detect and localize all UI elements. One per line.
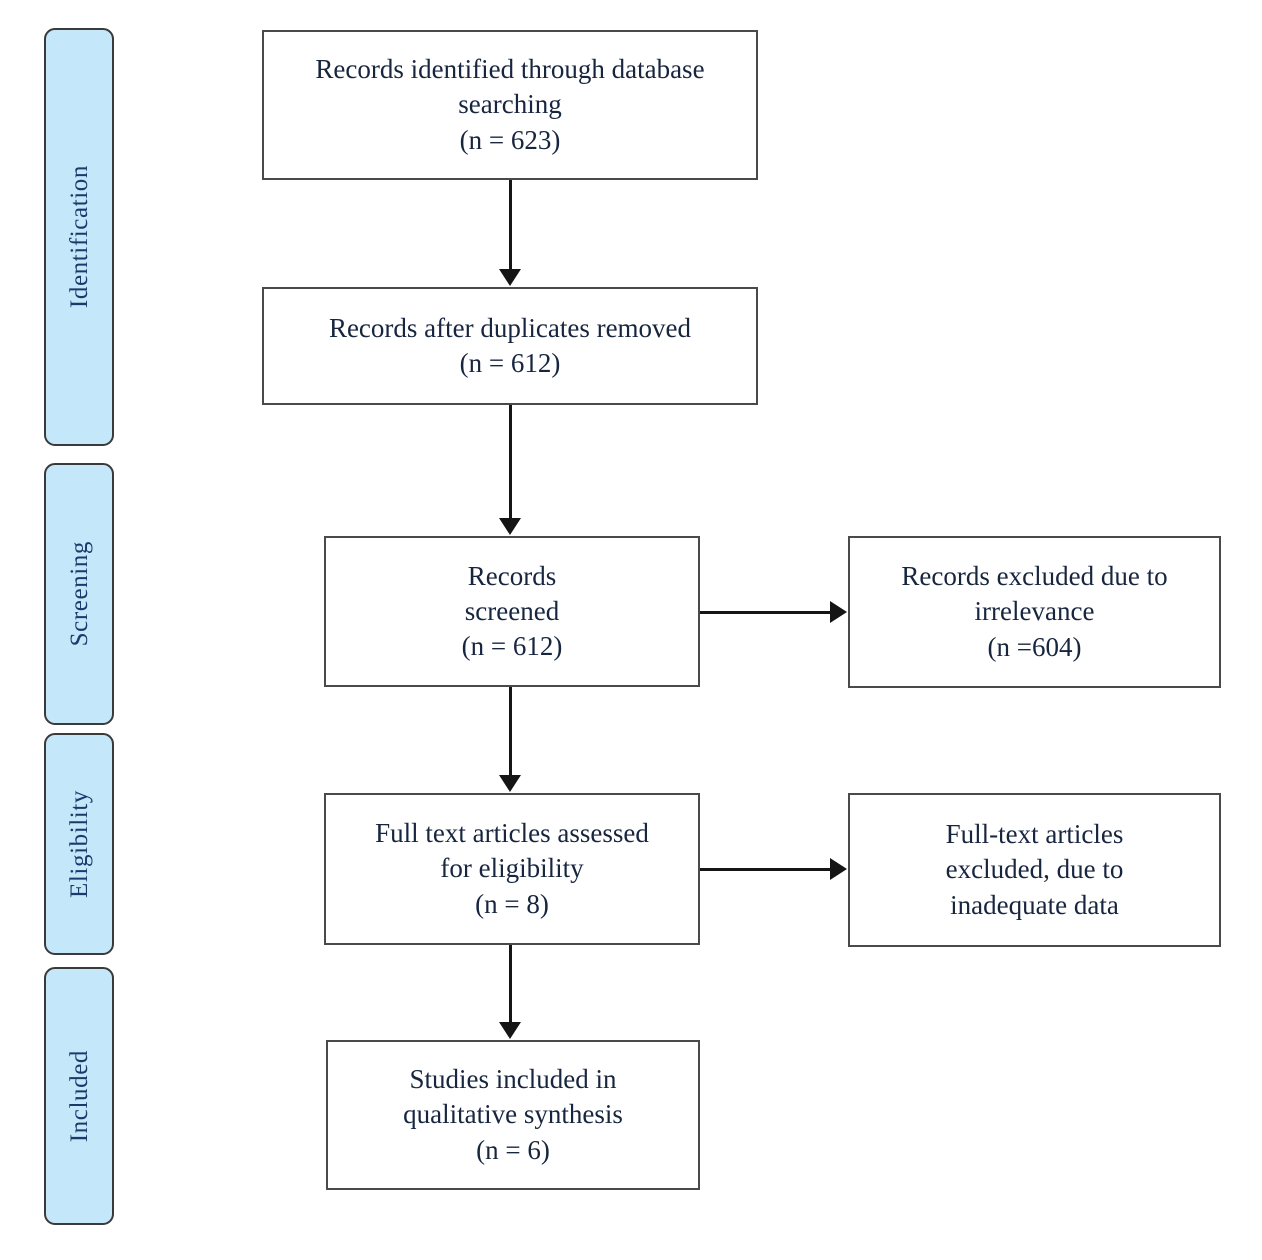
phase-pill-screening: Screening	[44, 463, 114, 725]
arrowhead-identified-to-duplicates	[499, 269, 521, 286]
arrowhead-fulltext-to-excluded	[830, 858, 847, 880]
phase-label-identification: Identification	[65, 165, 93, 309]
box-records-after-duplicates-text: Records after duplicates removed (n = 61…	[328, 312, 692, 378]
arrowhead-screened-to-excluded	[830, 601, 847, 623]
phase-pill-eligibility: Eligibility	[44, 733, 114, 955]
phase-label-included: Included	[65, 1049, 93, 1143]
connector-duplicates-to-screened	[509, 405, 512, 518]
connector-screened-to-fulltext	[509, 687, 512, 775]
phase-pill-identification: Identification	[44, 28, 114, 446]
connector-fulltext-to-excluded	[700, 868, 831, 871]
phase-label-screening: Screening	[65, 541, 93, 647]
connector-identified-to-duplicates	[509, 180, 512, 270]
box-full-text-assessed-text: Full text articles assessed for eligibil…	[375, 818, 649, 919]
box-records-excluded: Records excluded due to irrelevance (n =…	[848, 536, 1221, 688]
box-full-text-excluded-text: Full-text articles excluded, due to inad…	[945, 819, 1124, 920]
arrowhead-screened-to-fulltext	[499, 775, 521, 792]
box-full-text-assessed: Full text articles assessed for eligibil…	[324, 793, 700, 945]
box-records-after-duplicates: Records after duplicates removed (n = 61…	[262, 287, 758, 405]
connector-fulltext-to-included	[509, 945, 512, 1022]
box-studies-included-text: Studies included in qualitative synthesi…	[403, 1064, 623, 1165]
box-records-excluded-text: Records excluded due to irrelevance (n =…	[901, 561, 1168, 662]
arrowhead-fulltext-to-included	[499, 1022, 521, 1039]
phase-pill-included: Included	[44, 967, 114, 1225]
box-full-text-excluded: Full-text articles excluded, due to inad…	[848, 793, 1221, 947]
box-records-screened-text: Records screened (n = 612)	[461, 560, 563, 662]
arrowhead-duplicates-to-screened	[499, 518, 521, 535]
box-records-identified-text: Records identified through database sear…	[315, 54, 705, 155]
box-studies-included: Studies included in qualitative synthesi…	[326, 1040, 700, 1190]
phase-label-eligibility: Eligibility	[65, 790, 93, 898]
connector-screened-to-excluded	[700, 611, 831, 614]
box-records-screened: Records screened (n = 612)	[324, 536, 700, 687]
box-records-identified: Records identified through database sear…	[262, 30, 758, 180]
